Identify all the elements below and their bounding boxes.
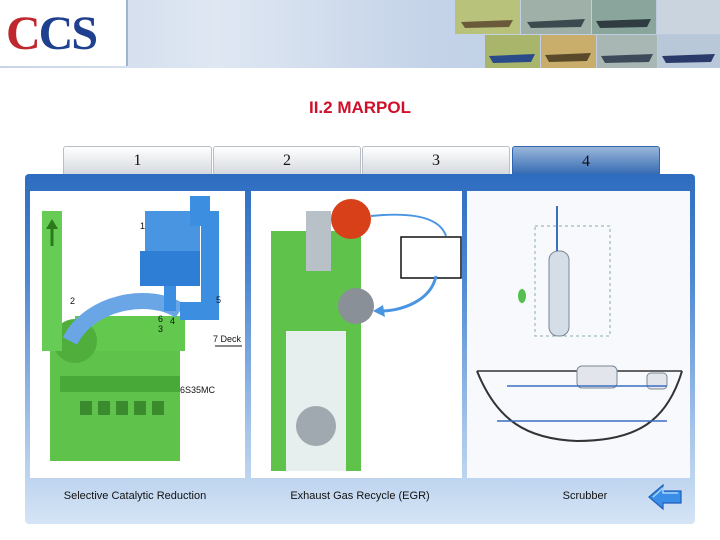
- tab-label: 1: [133, 151, 142, 169]
- label-3: 3: [158, 324, 163, 334]
- tab-1[interactable]: 1: [63, 146, 212, 174]
- caption-egr: Exhaust Gas Recycle (EGR): [290, 490, 430, 502]
- label-1: 1: [140, 221, 145, 231]
- tab-label: 4: [582, 152, 590, 170]
- label-6: 6: [158, 314, 163, 324]
- tab-label: 3: [432, 151, 440, 169]
- tab-label: 2: [283, 151, 291, 169]
- label-5: 5: [216, 295, 221, 305]
- ship-photos: [455, 0, 720, 68]
- tab-4[interactable]: 4: [512, 146, 660, 176]
- logo-text: CCS: [6, 7, 98, 60]
- label-4: 4: [170, 316, 175, 326]
- back-arrow-icon[interactable]: [647, 483, 683, 511]
- tab-3[interactable]: 3: [362, 146, 510, 174]
- scr-diagram: 1 2 3 4 5 6 7 Deck 6S35MC: [30, 191, 245, 478]
- caption-scrubber: Scrubber: [562, 490, 608, 502]
- label-2: 2: [70, 296, 75, 306]
- caption-scr: Selective Catalytic Reduction: [63, 490, 207, 502]
- scrubber-diagram: [467, 191, 690, 478]
- header-banner: CCS: [0, 0, 720, 68]
- ccs-logo: CCS: [0, 0, 128, 66]
- egr-diagram: [251, 191, 462, 478]
- page-title: II.2 MARPOL: [308, 98, 411, 117]
- label-engine: 6S35MC: [180, 385, 216, 395]
- label-deck: 7 Deck: [213, 334, 242, 344]
- tab-2[interactable]: 2: [213, 146, 361, 174]
